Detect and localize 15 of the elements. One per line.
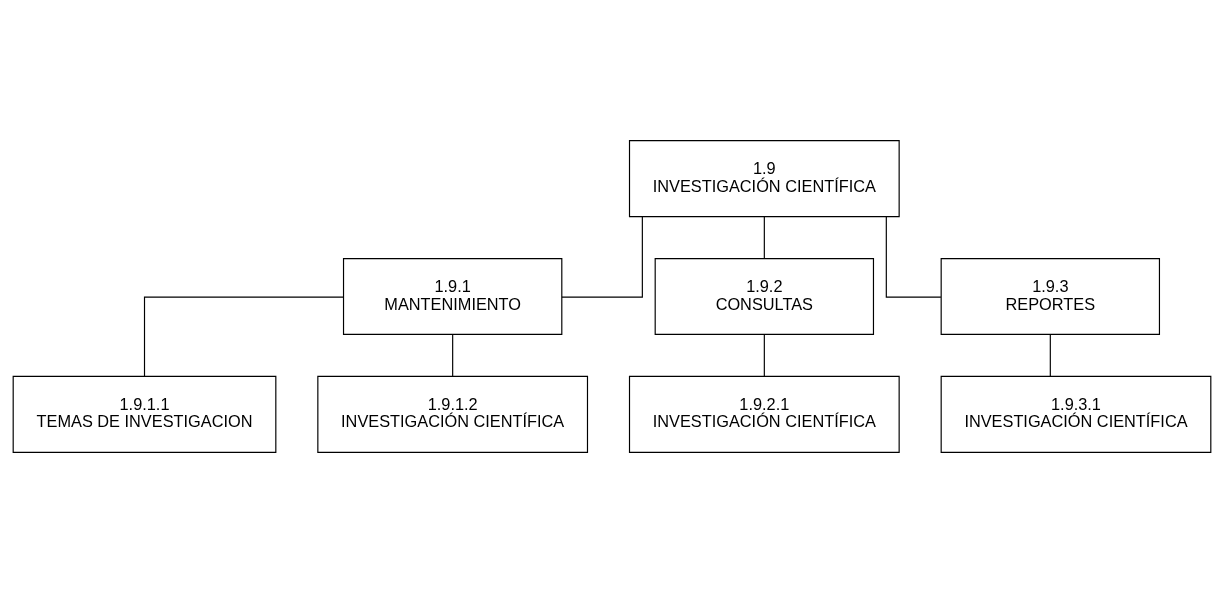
connector — [143, 296, 344, 377]
node-box: 1.9.2.1 INVESTIGACIÓN CIENTÍFICA — [628, 375, 900, 453]
node-box: 1.9.1.2 INVESTIGACIÓN CIENTÍFICA — [317, 375, 589, 453]
node-box: 1.9.3.1 INVESTIGACIÓN CIENTÍFICA — [940, 375, 1212, 453]
connector — [561, 216, 643, 298]
node-box: 1.9.3 REPORTES — [940, 257, 1161, 336]
connector — [763, 215, 765, 259]
node-box: 1.9 INVESTIGACIÓN CIENTÍFICA — [628, 140, 900, 218]
node-box: 1.9.1 MANTENIMIENTO — [342, 257, 563, 336]
connector — [1049, 333, 1051, 377]
node-box: 1.9.2 CONSULTAS — [654, 257, 875, 336]
node-box: 1.9.1.1 TEMAS DE INVESTIGACION — [12, 375, 277, 453]
connector — [452, 333, 454, 377]
connector — [763, 333, 765, 377]
connector — [885, 216, 942, 298]
